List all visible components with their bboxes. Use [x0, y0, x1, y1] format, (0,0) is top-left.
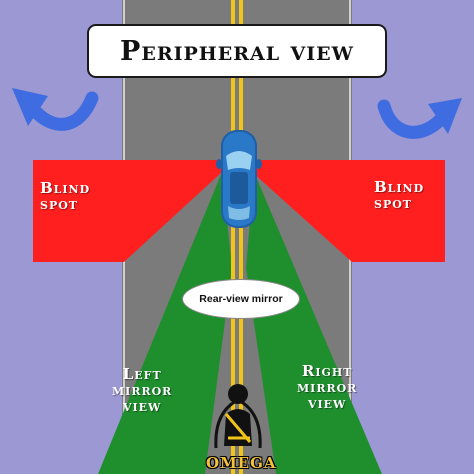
- blind-spot-left-line-2: spot: [40, 194, 78, 213]
- logo-name: OMEGA: [206, 454, 277, 472]
- left-mirror-line-3: view: [122, 396, 162, 415]
- blind-spot-right-line-1: Blind: [374, 178, 425, 196]
- left-mirror-view-zone: [98, 172, 232, 474]
- car-icon: [216, 130, 262, 228]
- rear-view-mirror-label: Rear-view mirror: [199, 293, 283, 305]
- rear-view-mirror-badge: Rear-view mirror: [182, 279, 300, 319]
- right-mirror-line-2: mirror: [297, 377, 358, 396]
- seatbelt-driver-icon: [214, 384, 262, 449]
- title-box: Peripheral view: [87, 24, 387, 78]
- right-mirror-view-label: Right mirror view: [297, 362, 358, 412]
- right-turn-arrow-icon: [377, 98, 462, 139]
- blind-spot-left-zone: [33, 160, 222, 262]
- right-mirror-line-3: view: [307, 393, 347, 412]
- left-mirror-line-2: mirror: [112, 380, 173, 399]
- left-mirror-line-1: Left: [122, 365, 162, 383]
- blind-spot-left-line-1: Blind: [40, 179, 91, 197]
- blind-spot-right-line-2: spot: [374, 193, 412, 212]
- blind-spot-right-zone: [252, 160, 445, 262]
- left-mirror-view-label: Left mirror view: [112, 365, 173, 415]
- left-turn-arrow-icon: [12, 88, 99, 131]
- right-mirror-line-1: Right: [301, 362, 353, 380]
- right-mirror-view-zone: [246, 172, 382, 474]
- blind-spot-right-label: Blind spot: [374, 178, 425, 212]
- page-title: Peripheral view: [120, 35, 354, 67]
- blind-spot-left-label: Blind spot: [40, 179, 91, 213]
